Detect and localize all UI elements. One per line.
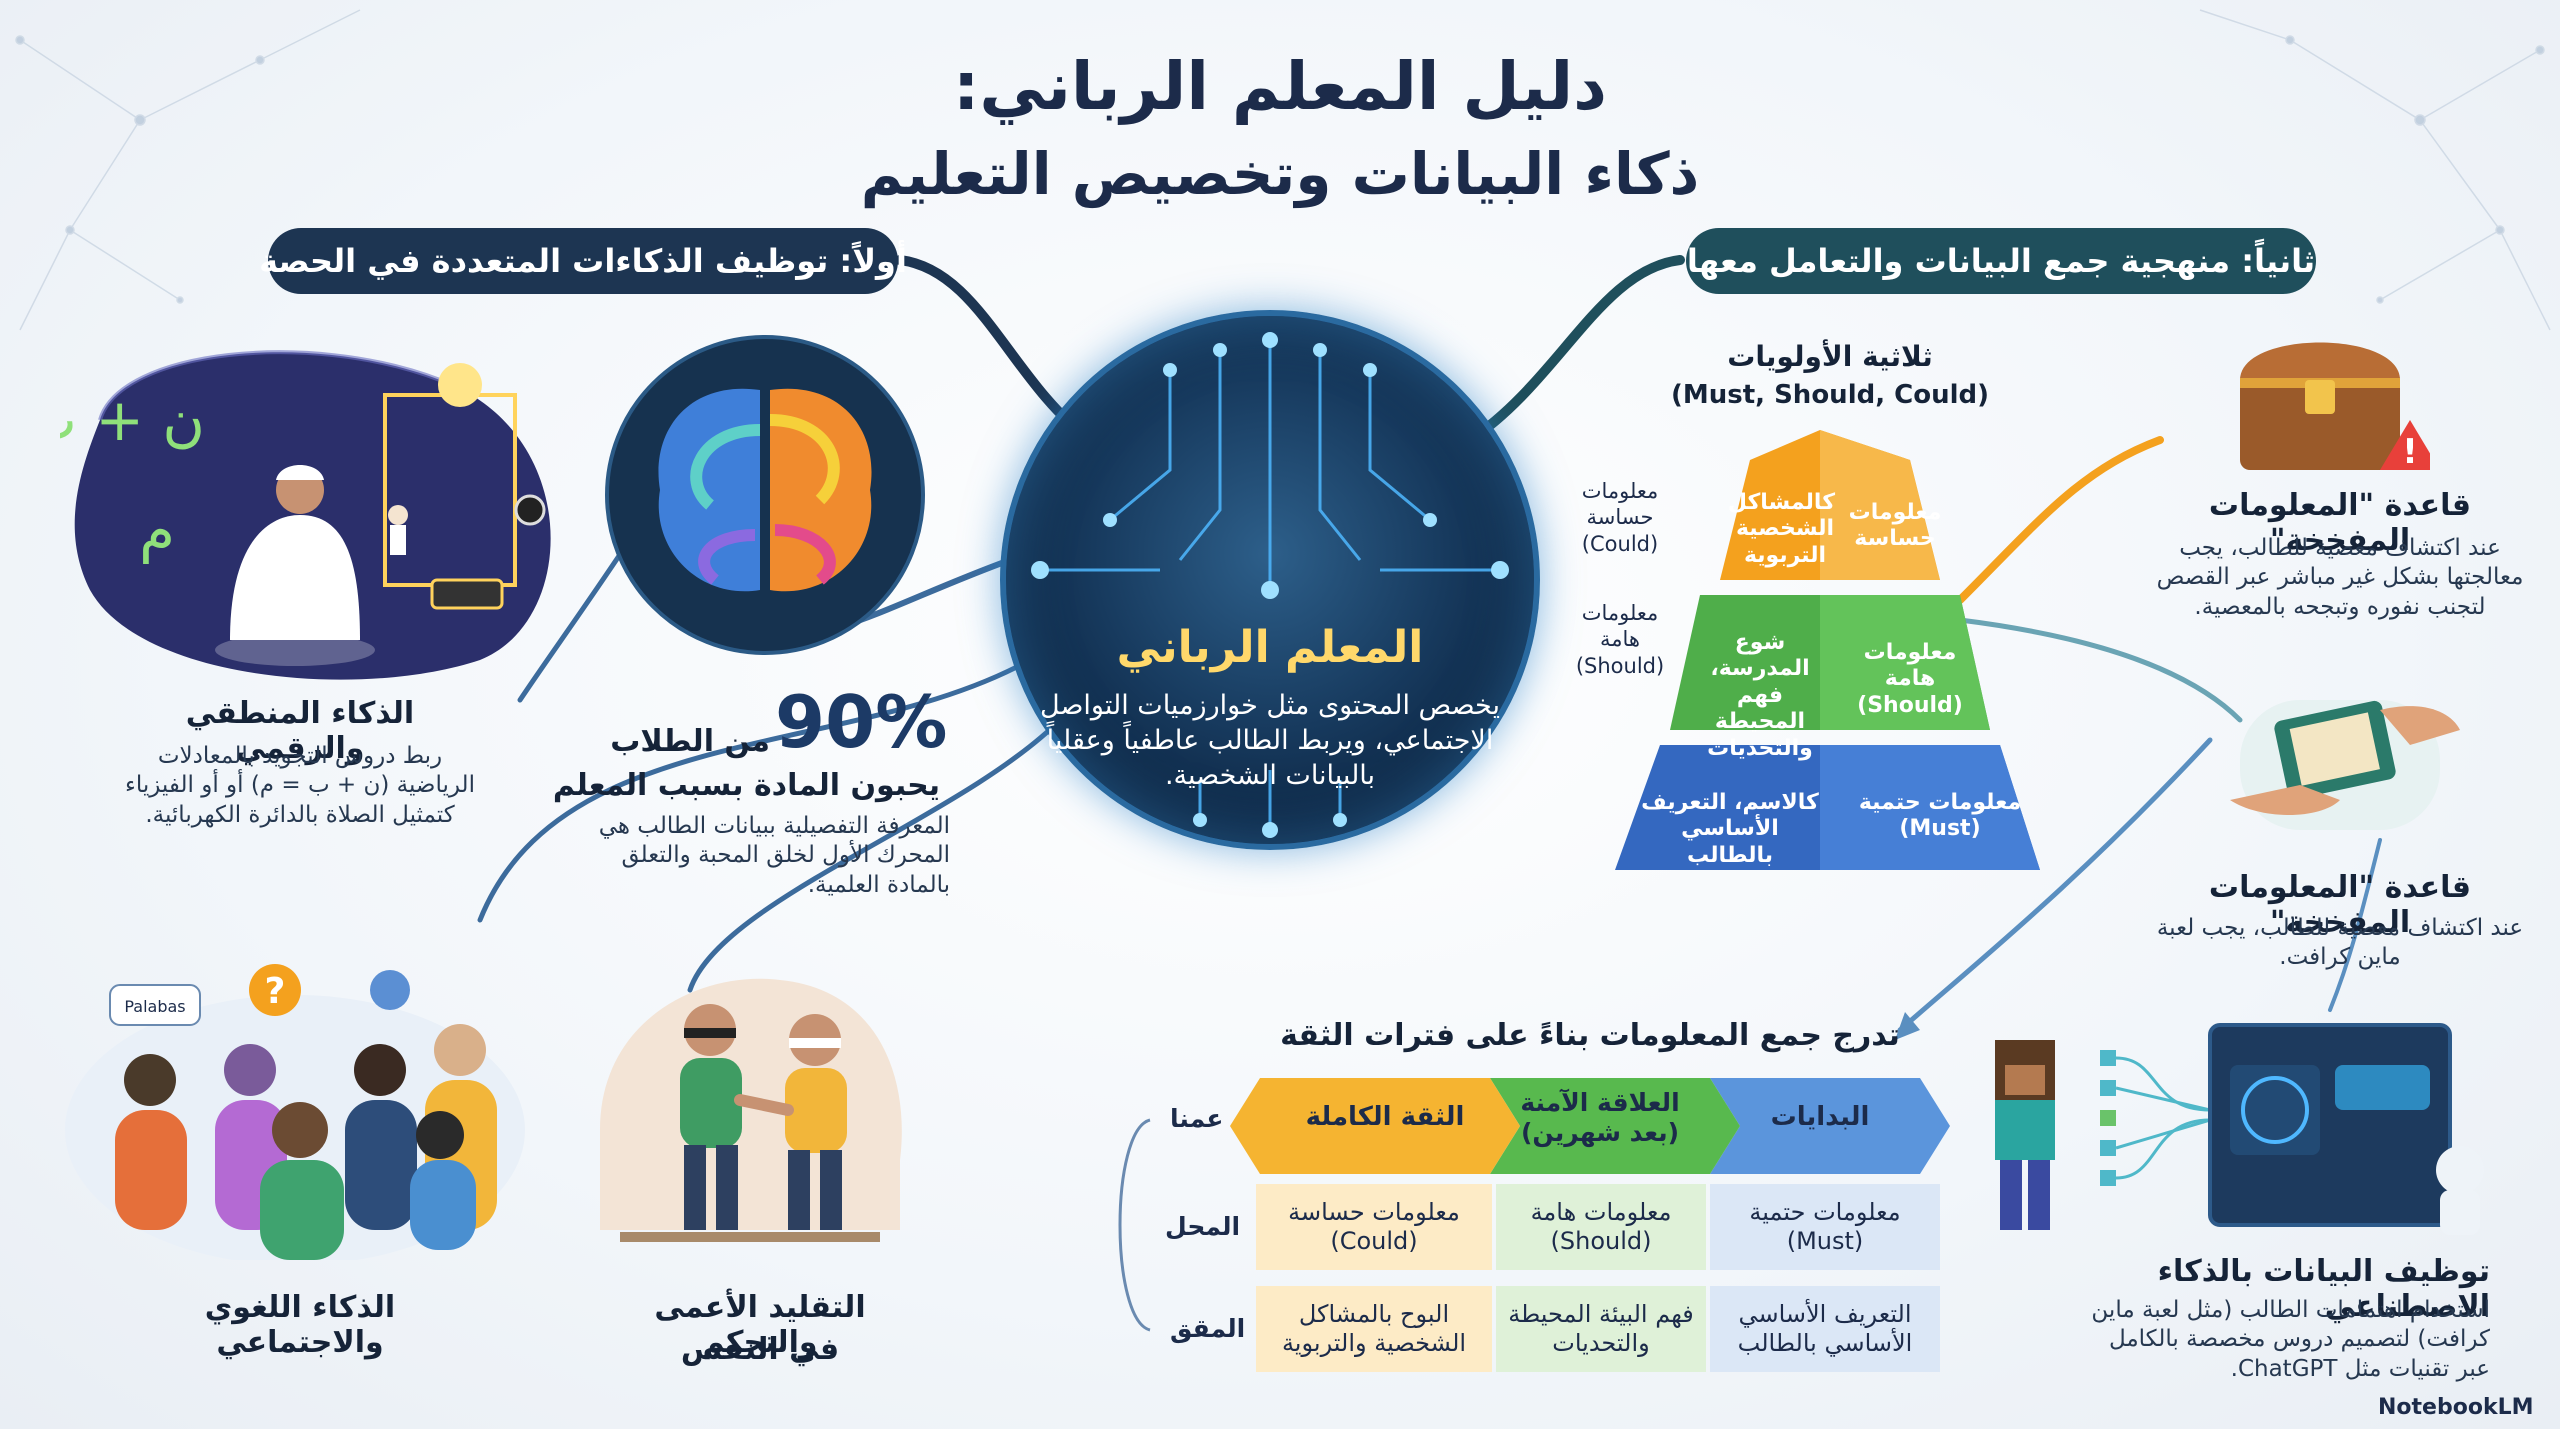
row2-cell-2: معلومات هامة (Should) bbox=[1496, 1184, 1706, 1270]
blindfold-icon-2 bbox=[789, 1038, 841, 1048]
rule1-title: قاعدة "المعلومات المفخخة" bbox=[2208, 488, 2472, 558]
svg-text:?: ? bbox=[265, 971, 286, 1012]
warning-icon bbox=[2380, 420, 2430, 470]
page-title: دليل المعلم الرباني: bbox=[952, 48, 1608, 125]
blindfold-illustration bbox=[600, 978, 902, 1242]
chat-bubble-icon bbox=[370, 970, 410, 1010]
stat-body: المعرفة التفصيلية ببيانات الطالب هي المح… bbox=[598, 813, 950, 898]
brain-illustration bbox=[605, 335, 925, 655]
stat-line2: يحبون المادة بسبب المعلم bbox=[552, 768, 940, 803]
ai-brain-icon bbox=[2241, 1076, 2309, 1144]
pyramid-top-left: كالمشاكل الشخصية التربوية bbox=[1727, 490, 1835, 568]
pyramid-mid-right: معلومات هامة (Should) bbox=[1857, 640, 1963, 718]
ai-minecraft-illustration bbox=[1995, 1023, 2484, 1235]
logical-title: الذكاء المنطقي والرقمي bbox=[185, 696, 415, 766]
pyramid-side-mid: معلومات هامة (Should) bbox=[1575, 601, 1665, 678]
logical-body: ربط دروس التجويد بالمعادلات الرياضية (ن … bbox=[125, 743, 475, 828]
rule1-body: عند اكتشاف معصية للطالب، يجب معالجتها بش… bbox=[2156, 535, 2524, 620]
ai-title: توظيف البيانات بالذكاء الاصطناعي bbox=[2157, 1254, 2490, 1324]
row-label-3: المقق bbox=[1170, 1314, 1246, 1343]
pyramid-side-top: معلومات حساسة (Could) bbox=[1581, 479, 1659, 556]
stage-full-trust bbox=[1230, 1078, 1520, 1174]
pyramid-title-line1: ثلاثية الأولويات bbox=[1727, 340, 1933, 373]
row3-cell-3: البوح بالمشاكل الشخصية والتربوية bbox=[1256, 1286, 1492, 1372]
people-group bbox=[115, 1024, 497, 1260]
stage-label-2: العلاقة الآمنة (بعد شهرين) bbox=[1520, 1088, 1680, 1147]
logical-intelligence-illustration: ن + ب = م م bbox=[60, 350, 551, 680]
rule2-title: قاعدة "المعلومات المفخخة" bbox=[2208, 870, 2472, 940]
chat-icon bbox=[2335, 1065, 2430, 1110]
svg-text:!: ! bbox=[2402, 432, 2418, 472]
row2-cell-1: معلومات حتمية (Must) bbox=[1710, 1184, 1940, 1270]
question-bubble-icon bbox=[249, 964, 301, 1016]
ai-body: استخدام اهتمامات الطالب (مثل لعبة ماين ك… bbox=[2091, 1297, 2490, 1382]
equation-result: م bbox=[139, 496, 175, 564]
notebooklm-brand: NotebookLM bbox=[2378, 1395, 2534, 1420]
blind-title-line1: التقليد الأعمى والتحكم bbox=[654, 1290, 866, 1360]
pyramid-bot-right: معلومات حتمية (Must) bbox=[1858, 790, 2022, 842]
row2-cell-3: معلومات حساسة (Could) bbox=[1256, 1184, 1492, 1270]
rule2-body: عند اكتشاف معصية للطالب، يجب لعبة ماين ك… bbox=[2156, 915, 2524, 971]
robot-icon bbox=[2436, 1146, 2484, 1194]
section2-header: ثانياً: منهجية جمع البيانات والتعامل معه… bbox=[1686, 228, 2316, 294]
row-bracket bbox=[1118, 1118, 1151, 1332]
stage-beginnings bbox=[1710, 1078, 1950, 1174]
pyramid-bot-left: كالاسم، التعريف الأساسي بالطالب bbox=[1641, 790, 1819, 868]
stat-line1: من الطلاب bbox=[610, 724, 770, 759]
pyramid-title-line2: (Must, Should, Could) bbox=[1670, 380, 1990, 410]
row3-cell-2: فهم البيئة المحيطة والتحديات bbox=[1496, 1286, 1706, 1372]
center-title: المعلم الرباني bbox=[1116, 622, 1424, 673]
stage-safe-relationship bbox=[1490, 1078, 1740, 1174]
section1-header: أولاً: توظيف الذكاءات المتعددة في الحصة bbox=[259, 228, 907, 294]
social-group-illustration: Palabas ? bbox=[65, 964, 525, 1260]
blindfold-icon bbox=[684, 1028, 736, 1038]
equation-text: ن + ب = م bbox=[60, 386, 205, 454]
stage-label-3: الثقة الكاملة bbox=[1305, 1102, 1465, 1132]
page-subtitle: ذكاء البيانات وتخصيص التعليم bbox=[860, 140, 1700, 208]
linguistic-title: الذكاء اللغوي والاجتماعي bbox=[204, 1290, 396, 1360]
treasure-chest-illustration: ! bbox=[2240, 342, 2430, 472]
row3-cell-1: التعريف الأساسي الأساسي بالطالب bbox=[1710, 1286, 1940, 1372]
stat-percentage: 90% bbox=[775, 680, 948, 764]
priority-pyramid bbox=[1615, 430, 2040, 870]
circuit-lines bbox=[1031, 332, 1509, 838]
lightbulb-icon bbox=[438, 363, 482, 407]
book-handover-illustration bbox=[2230, 700, 2460, 830]
pyramid-top-right: معلومات حساسة bbox=[1848, 500, 1942, 552]
row-label-2: المحل bbox=[1165, 1212, 1241, 1241]
lock-icon bbox=[2305, 380, 2335, 414]
timeline-chevrons bbox=[1230, 1078, 1950, 1174]
pyramid-mid-left: شوع المدرسة، فهم المحيطة والتحديات bbox=[1707, 630, 1813, 761]
battery-icon bbox=[430, 578, 504, 610]
row-label-1: عمنا bbox=[1170, 1104, 1224, 1133]
timeline-title: تدرج جمع المعلومات بناءً على فترات الثقة bbox=[1280, 1018, 1900, 1053]
center-body: يخصص المحتوى مثل خوارزميات التواصل الاجت… bbox=[1040, 690, 1500, 792]
speech-bubble-text: Palabas bbox=[124, 997, 185, 1016]
blind-title-line2: في النفس bbox=[680, 1332, 840, 1367]
stage-label-1: البدايات bbox=[1770, 1102, 1870, 1132]
